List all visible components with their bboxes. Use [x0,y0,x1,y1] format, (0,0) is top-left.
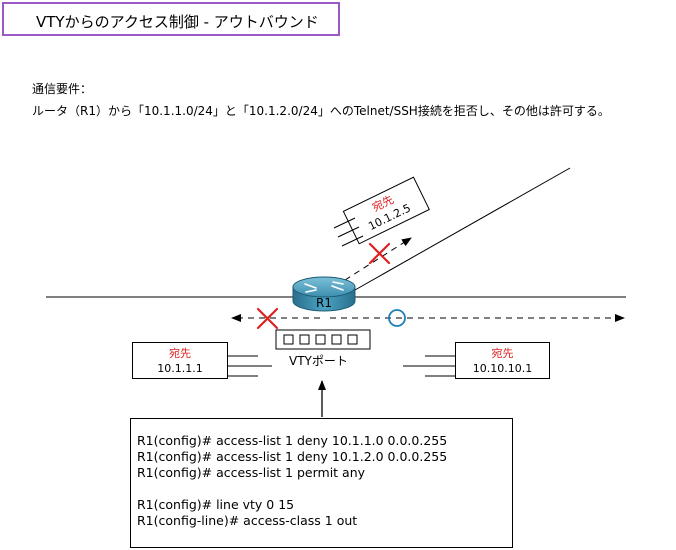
deny-cross-icon-top [368,242,391,265]
dashed-arrow-to-top-destination [344,237,412,281]
permit-circle-icon [388,309,406,327]
requirement-text: ルータ（R1）から「10.1.1.0/24」と「10.1.2.0/24」へのTe… [32,104,610,118]
config-line: R1(config-line)# access-class 1 out [137,513,358,528]
right-destination-box: 宛先 10.10.10.1 [455,342,550,379]
router-r1-icon: R1 [292,276,356,312]
config-line-blank [137,481,512,497]
config-line: R1(config)# access-list 1 deny 10.1.1.0 … [137,433,448,448]
left-destination-leads [228,355,272,377]
config-line: R1(config)# access-list 1 permit any [137,465,366,480]
title-box: VTYからのアクセス制御 - アウトバウンド [2,2,340,36]
right-destination-leads [403,355,455,377]
config-line: R1(config)# line vty 0 15 [137,497,295,512]
config-box: R1(config)# access-list 1 deny 10.1.1.0 … [130,418,513,548]
top-destination-box [342,176,430,245]
deny-cross-icon-left [256,307,279,330]
left-destination-address: 10.1.1.1 [157,362,203,375]
right-destination-address: 10.10.10.1 [472,362,533,375]
requirement-label: 通信要件： [32,82,93,96]
vty-port-label: VTYポート [289,354,348,368]
vty-port-slot-3 [331,334,342,345]
vty-port-slot-0 [283,334,294,345]
vty-port-slots [283,334,358,345]
left-destination-heading: 宛先 [169,347,191,360]
top-destination-group: 宛先 10.1.2.5 [342,176,430,245]
diagonal-network-line [354,167,571,291]
vty-port-slot-2 [315,334,326,345]
top-destination-leads [333,217,364,247]
right-destination-heading: 宛先 [491,347,514,360]
left-destination-box: 宛先 10.1.1.1 [132,342,228,379]
vty-port-slot-4 [347,334,358,345]
config-line: R1(config)# access-list 1 deny 10.1.2.0 … [137,449,448,464]
page-title: VTYからのアクセス制御 - アウトバウンド [36,13,319,31]
vty-port-slot-1 [299,334,310,345]
router-label: R1 [316,296,332,310]
